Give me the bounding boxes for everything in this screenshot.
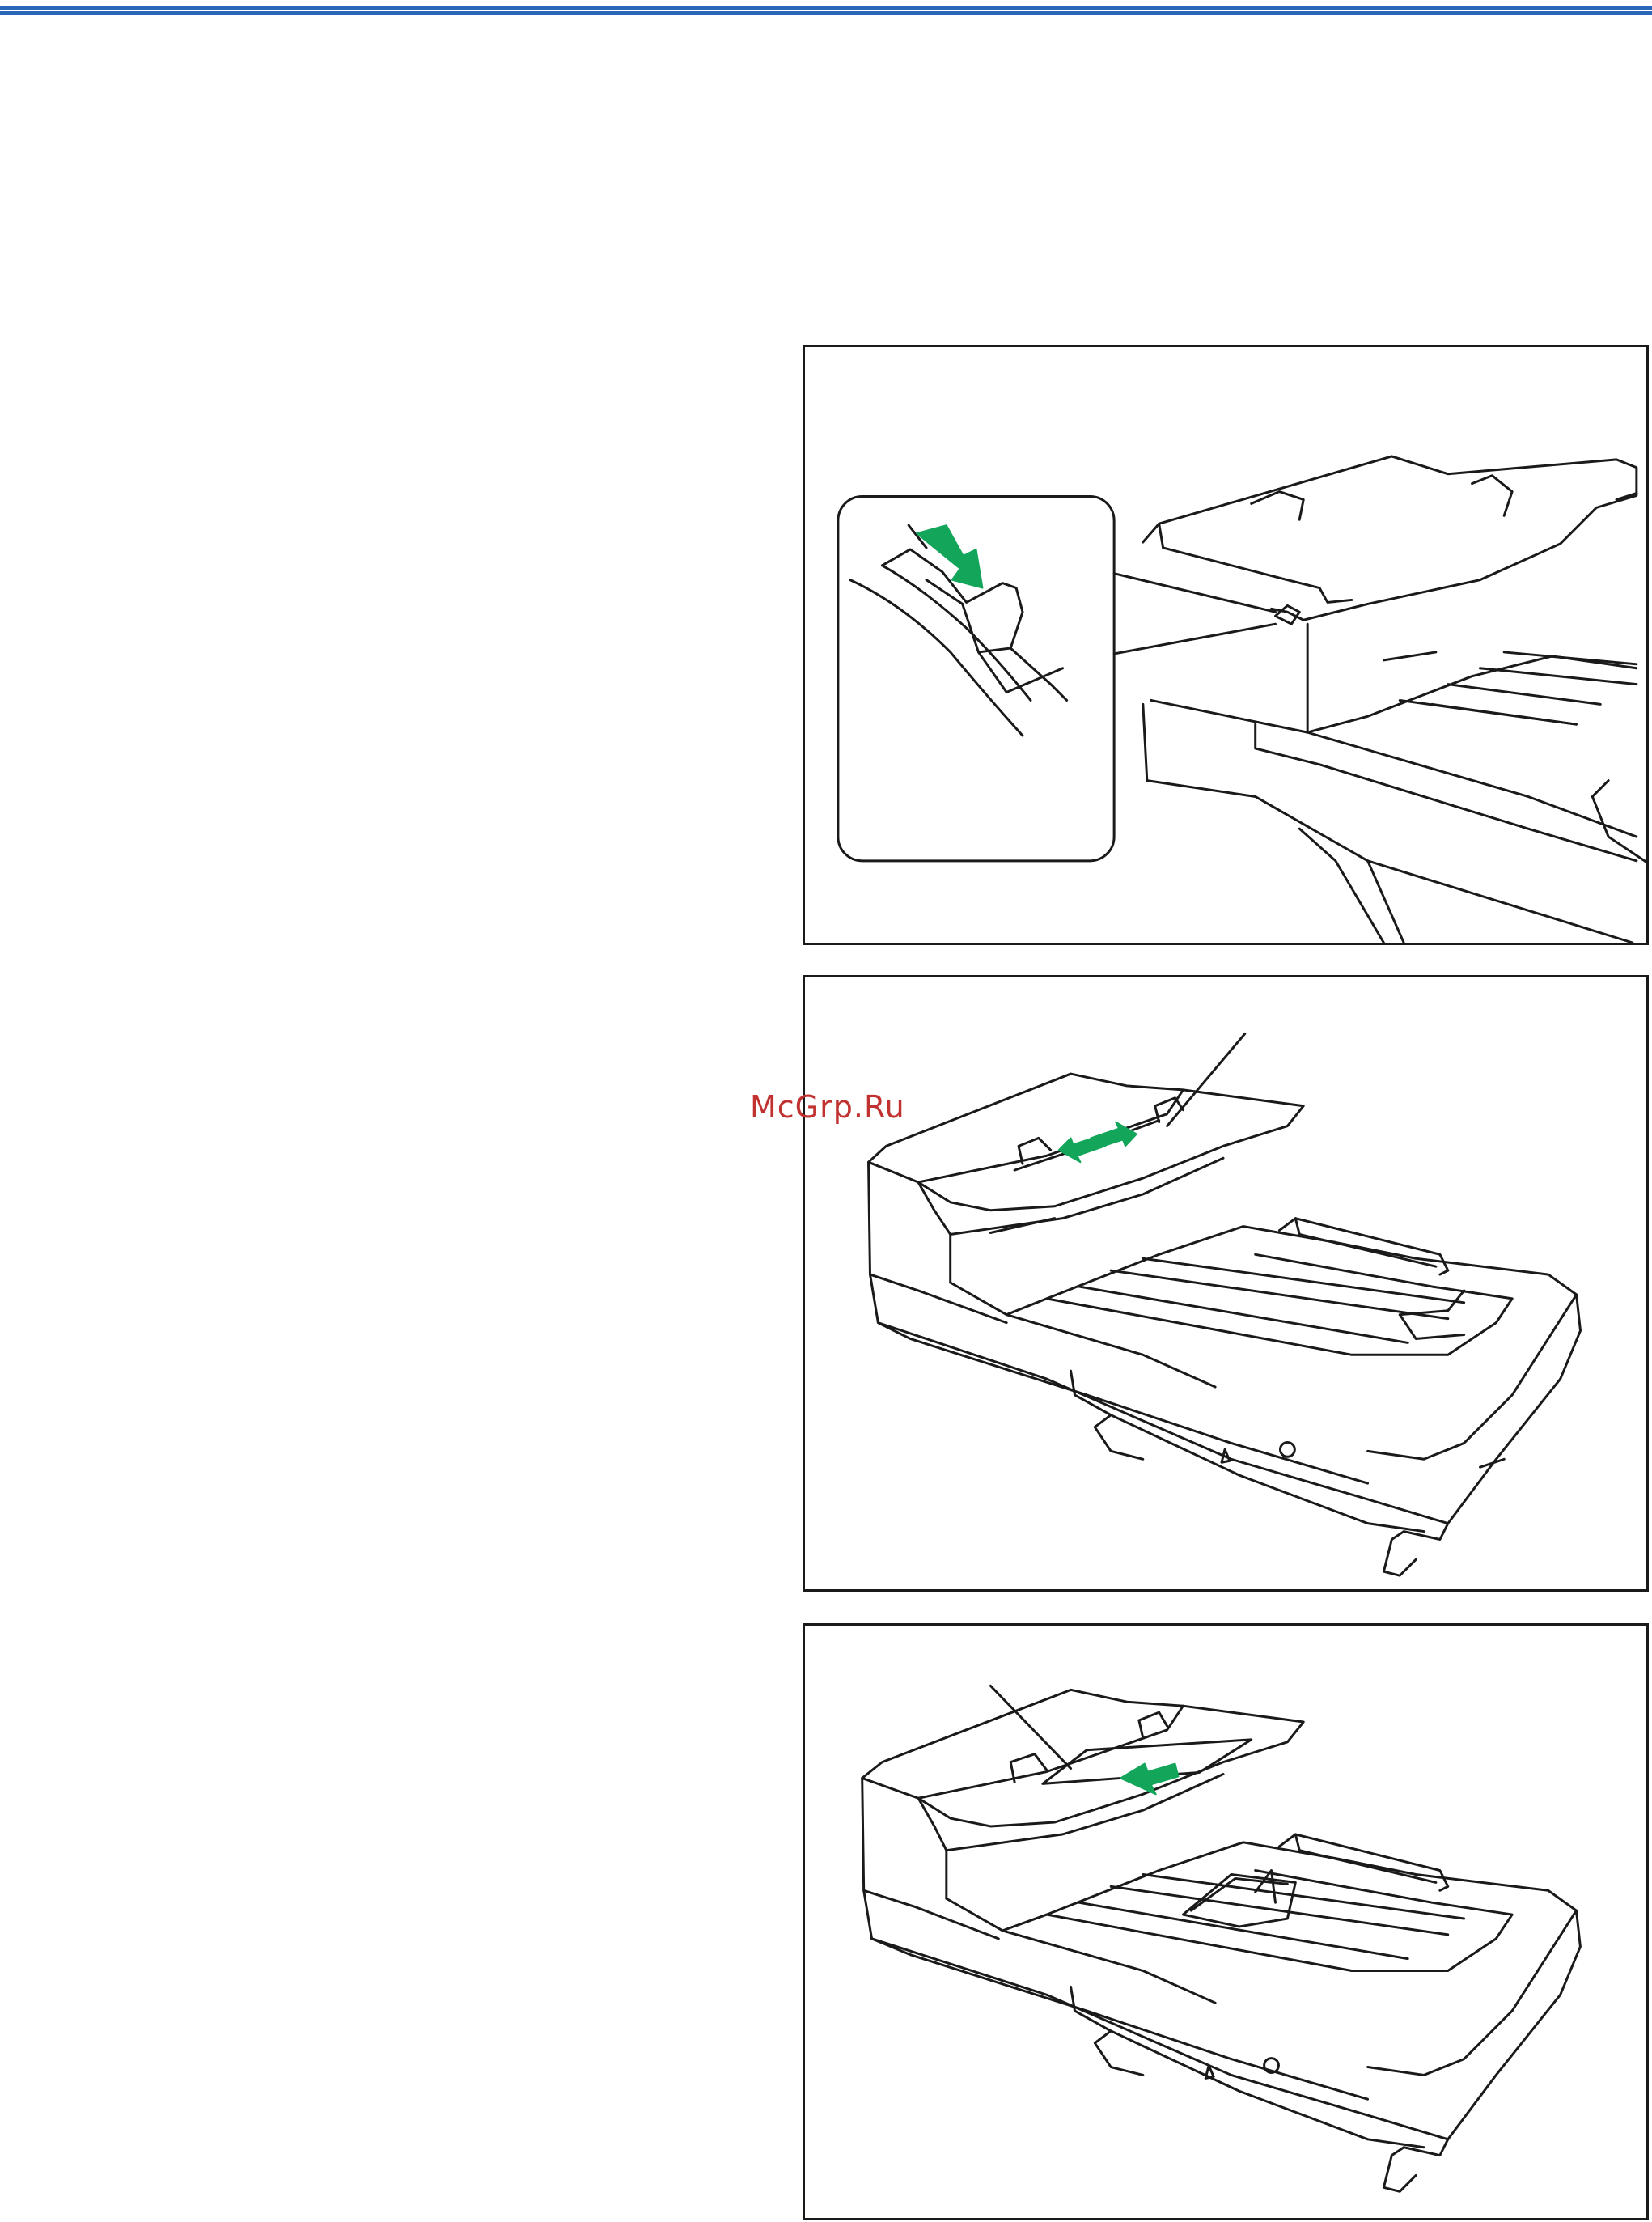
figure-feed-lever-closeup <box>803 345 1649 945</box>
scanner-insert-document-illustration <box>805 1626 1646 2218</box>
watermark: McGrp.Ru <box>750 1089 905 1125</box>
scanner-lever-closeup-illustration <box>805 347 1646 943</box>
figure-insert-document <box>803 1623 1649 2220</box>
scanner-guides-illustration <box>805 977 1646 1589</box>
header-rule <box>0 6 1652 15</box>
figure-adjust-document-guides <box>803 975 1649 1592</box>
